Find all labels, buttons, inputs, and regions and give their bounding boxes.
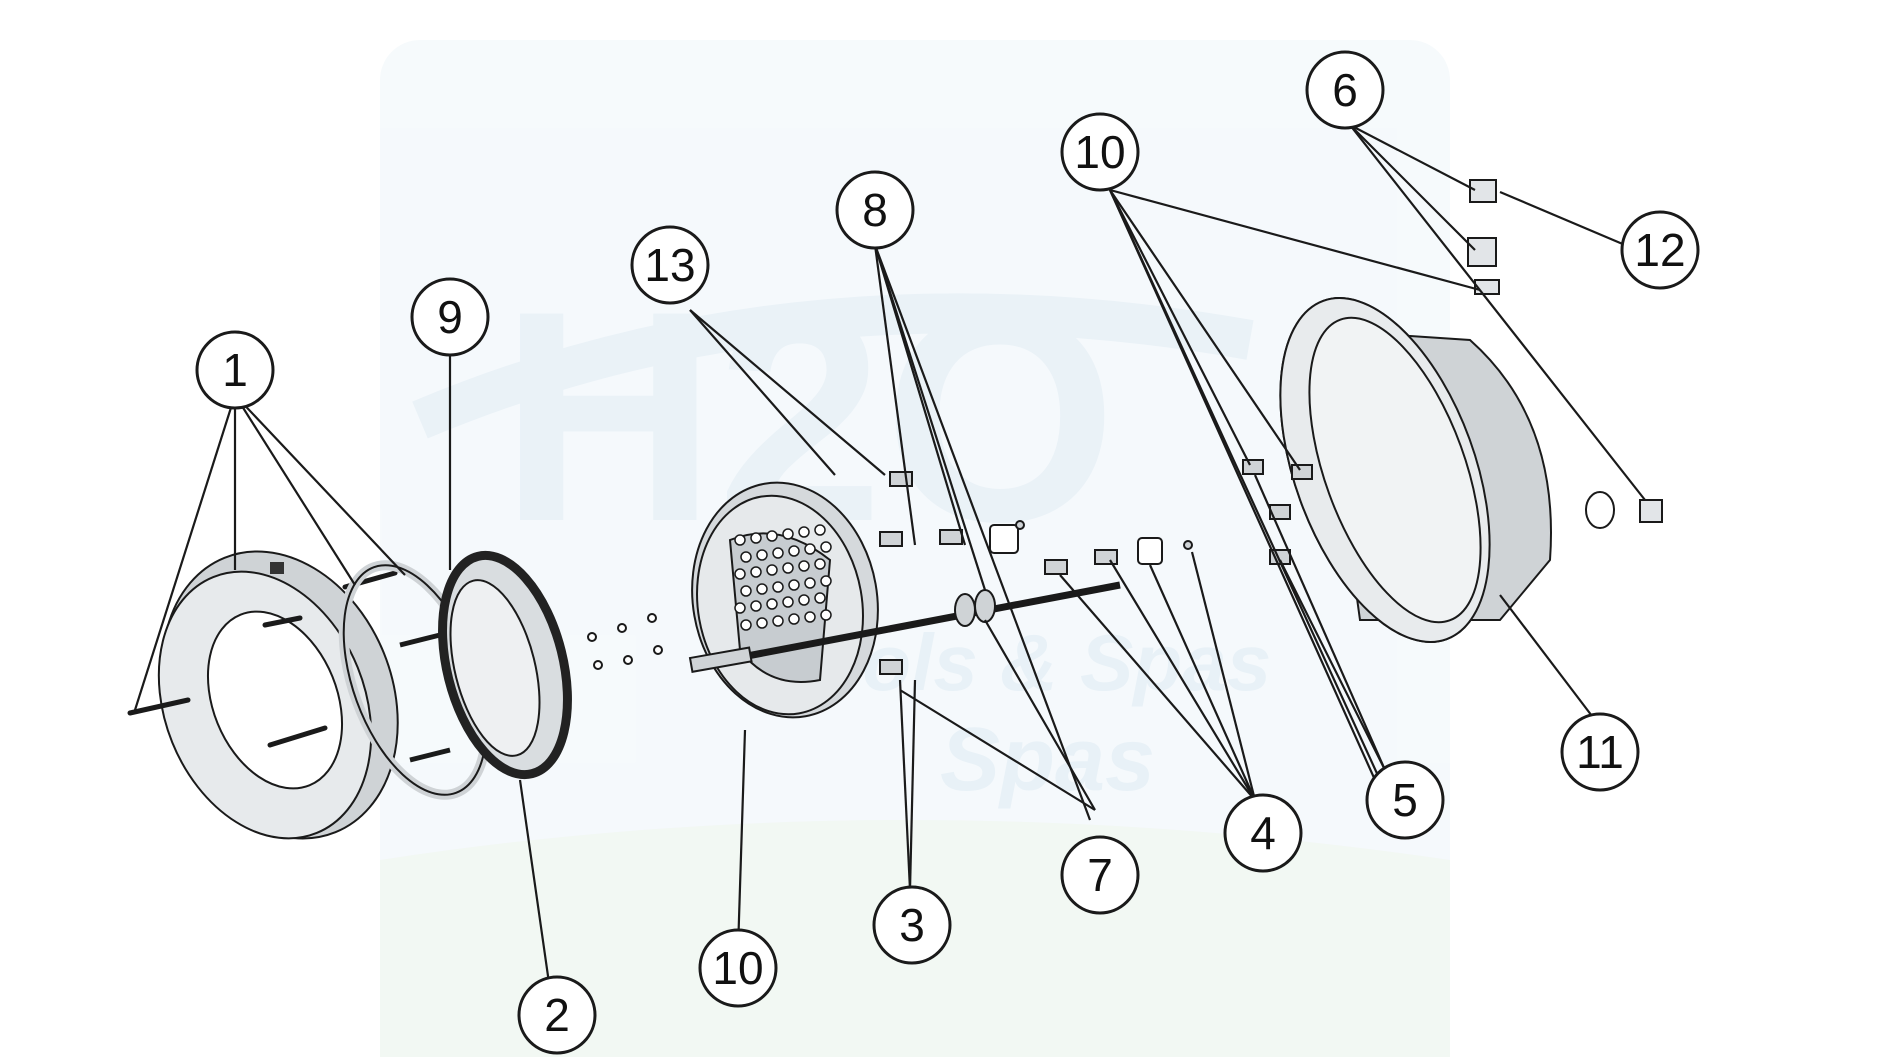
callout-label: 3 xyxy=(899,899,925,951)
led-dot xyxy=(740,551,752,563)
callout-label: 10 xyxy=(712,942,763,994)
led-dot xyxy=(750,566,762,578)
led-dot xyxy=(782,562,794,574)
callout-1: 1 xyxy=(195,330,275,410)
small-washers xyxy=(587,613,663,670)
led-dot xyxy=(782,596,794,608)
callout-label: 10 xyxy=(1074,126,1125,178)
callout-label: 6 xyxy=(1332,64,1358,116)
callout-label: 12 xyxy=(1634,224,1685,276)
led-dot xyxy=(814,524,826,536)
callouts: 1 9 13 8 10 6 12 2 xyxy=(195,50,1700,1055)
parts xyxy=(127,179,1663,840)
led-dot xyxy=(788,579,800,591)
led-dot xyxy=(798,526,810,538)
callout-label: 13 xyxy=(644,239,695,291)
lens-gasket xyxy=(438,550,572,780)
led-dot xyxy=(798,594,810,606)
callout-9: 9 xyxy=(410,277,490,357)
led-dot xyxy=(750,532,762,544)
led-dot xyxy=(734,568,746,580)
led-dot xyxy=(772,581,784,593)
callout-13: 13 xyxy=(630,225,710,305)
callout-11: 11 xyxy=(1560,712,1640,792)
led-dot xyxy=(740,585,752,597)
led-dot xyxy=(798,560,810,572)
led-dot xyxy=(772,547,784,559)
housing xyxy=(1279,297,1615,643)
callout-2: 2 xyxy=(517,975,597,1055)
led-dot xyxy=(756,549,768,561)
callout-8: 8 xyxy=(835,170,915,250)
led-dot xyxy=(782,528,794,540)
callout-label: 11 xyxy=(1576,726,1624,778)
led-dot xyxy=(740,619,752,631)
callout-7: 7 xyxy=(1060,835,1140,915)
led-dot xyxy=(772,615,784,627)
callout-label: 7 xyxy=(1087,849,1113,901)
callout-label: 1 xyxy=(222,344,248,396)
leader-lines xyxy=(133,124,1646,991)
callout-label: 2 xyxy=(544,989,570,1041)
led-dot xyxy=(814,558,826,570)
led-dot xyxy=(766,598,778,610)
callout-4: 4 xyxy=(1223,793,1303,873)
callout-label: 4 xyxy=(1250,807,1276,859)
watermark-text-2: Spas xyxy=(940,710,1155,810)
led-dot xyxy=(734,534,746,546)
led-dot xyxy=(734,602,746,614)
led-dot xyxy=(766,530,778,542)
led-dot xyxy=(820,609,832,621)
callout-10-bottom: 10 xyxy=(698,928,778,1008)
callout-12: 12 xyxy=(1620,210,1700,290)
callout-3: 3 xyxy=(872,885,952,965)
led-dot xyxy=(788,545,800,557)
callout-10-top: 10 xyxy=(1060,112,1140,192)
led-dot xyxy=(756,617,768,629)
led-dot xyxy=(766,564,778,576)
led-dot xyxy=(804,611,816,623)
led-dot xyxy=(804,577,816,589)
led-dot xyxy=(756,583,768,595)
callout-label: 9 xyxy=(437,291,463,343)
front-trim-ring xyxy=(157,550,399,840)
watermark-swoosh xyxy=(412,293,1254,439)
callout-label: 5 xyxy=(1392,774,1418,826)
led-dot xyxy=(814,592,826,604)
led-array xyxy=(734,524,832,631)
callout-5: 5 xyxy=(1365,760,1445,840)
led-dot xyxy=(820,575,832,587)
callout-label: 8 xyxy=(862,184,888,236)
led-dot xyxy=(820,541,832,553)
cable-gland xyxy=(1467,179,1663,523)
led-dot xyxy=(788,613,800,625)
led-dot xyxy=(804,543,816,555)
led-dot xyxy=(750,600,762,612)
callout-6: 6 xyxy=(1305,50,1385,130)
